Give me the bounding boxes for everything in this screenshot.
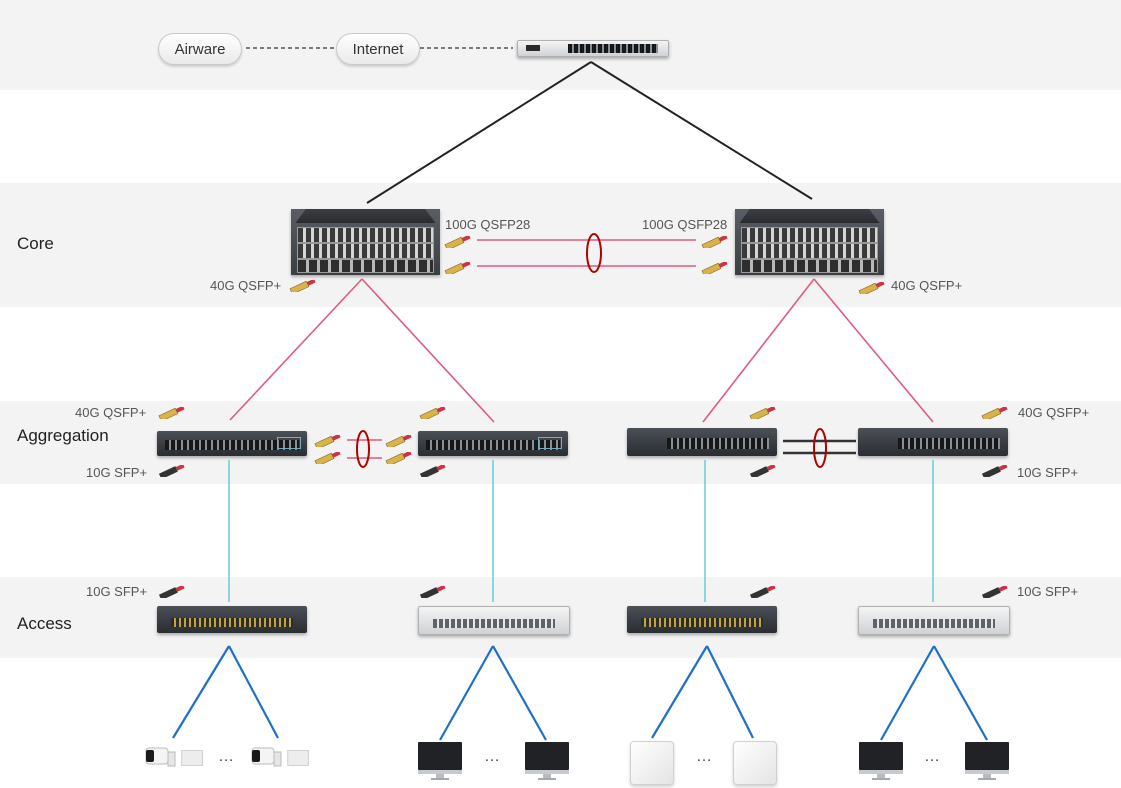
desktop-monitor-icon	[418, 742, 462, 780]
transceiver-icon	[314, 452, 341, 464]
tier-label-access: Access	[17, 614, 72, 633]
internet-label: Internet	[352, 40, 404, 58]
agg-40g-label-left: 40G QSFP+	[75, 405, 147, 420]
access4-endpoint-left	[880, 645, 935, 741]
wireless-access-point-icon	[733, 741, 777, 785]
transceiver-icon	[419, 586, 446, 598]
transceiver-icon	[701, 262, 728, 274]
access4-endpoint-right	[933, 645, 988, 741]
access2-endpoint-left	[439, 645, 494, 741]
aggregation-switch-2	[418, 431, 568, 456]
core-right-agg3-link	[702, 278, 815, 423]
tier-label-aggregation: Aggregation	[17, 426, 109, 445]
aggregation-switch-3	[627, 428, 777, 456]
transceiver-icon	[385, 452, 412, 464]
core-band	[0, 183, 1121, 307]
transceiver-icon	[749, 465, 776, 477]
endpoint-ellipsis: …	[696, 748, 712, 765]
endpoint-ellipsis: …	[484, 748, 500, 765]
access1-endpoint-left	[172, 645, 230, 739]
airware-label: Airware	[174, 40, 226, 58]
core-left-agg1-link	[229, 278, 363, 421]
access3-endpoint-left	[651, 645, 708, 739]
transceiver-icon	[444, 236, 471, 248]
tier-label-core: Core	[17, 234, 54, 253]
ip-camera-icon	[181, 749, 203, 766]
endpoint-ellipsis: …	[924, 748, 940, 765]
ip-camera-icon	[251, 747, 282, 767]
transceiver-icon	[289, 280, 316, 292]
core-switch-left	[291, 209, 440, 275]
access-switch-2	[418, 606, 570, 635]
transceiver-icon	[749, 586, 776, 598]
airware-cloud: Airware	[158, 22, 242, 65]
core-100g-label-left: 100G QSFP28	[445, 217, 531, 232]
core-40g-label-right: 40G QSFP+	[891, 278, 963, 293]
transceiver-icon	[419, 465, 446, 477]
transceiver-icon	[444, 262, 471, 274]
transceiver-icon	[749, 407, 776, 419]
access2-endpoint-right	[492, 645, 547, 741]
access-switch-4	[858, 606, 1010, 635]
desktop-monitor-icon	[525, 742, 569, 780]
wireless-access-point-icon	[630, 741, 674, 785]
transceiver-icon	[701, 236, 728, 248]
access-switch-3	[627, 606, 777, 633]
access1-endpoint-right	[228, 645, 279, 739]
router-core-right-link	[590, 61, 813, 200]
agg-40g-label-right: 40G QSFP+	[1018, 405, 1090, 420]
core-right-agg4-link	[813, 278, 934, 423]
core-left-agg2-link	[361, 278, 495, 423]
core-40g-label-left: 40G QSFP+	[210, 278, 282, 293]
aggregation-switch-1	[157, 431, 307, 456]
endpoint-ellipsis: …	[218, 748, 234, 765]
acc-10g-label-left: 10G SFP+	[86, 584, 148, 599]
core-100g-label-right: 100G QSFP28	[642, 217, 728, 232]
desktop-monitor-icon	[859, 742, 903, 780]
internet-cloud: Internet	[336, 22, 420, 65]
ip-camera-icon	[287, 749, 309, 766]
transceiver-icon	[419, 407, 446, 419]
transceiver-icon	[981, 407, 1008, 419]
transceiver-icon	[981, 465, 1008, 477]
ip-camera-icon	[145, 747, 176, 767]
router-core-left-link	[366, 61, 592, 204]
core-lag-ring	[586, 233, 602, 273]
core-switch-right	[735, 209, 884, 275]
transceiver-icon	[314, 435, 341, 447]
agg-10g-label-left: 10G SFP+	[86, 465, 148, 480]
transceiver-icon	[981, 586, 1008, 598]
aggregation-switch-4	[858, 428, 1008, 456]
acc-10g-label-right: 10G SFP+	[1017, 584, 1079, 599]
router-device	[517, 40, 669, 57]
agg-right-lag-ring	[813, 428, 827, 468]
transceiver-icon	[158, 586, 185, 598]
transceiver-icon	[158, 407, 185, 419]
transceiver-icon	[858, 282, 885, 294]
transceiver-icon	[158, 465, 185, 477]
access-switch-1	[157, 606, 307, 633]
desktop-monitor-icon	[965, 742, 1009, 780]
agg-10g-label-right: 10G SFP+	[1017, 465, 1079, 480]
agg-left-lag-ring	[356, 430, 370, 468]
access3-endpoint-right	[706, 645, 754, 739]
transceiver-icon	[385, 435, 412, 447]
